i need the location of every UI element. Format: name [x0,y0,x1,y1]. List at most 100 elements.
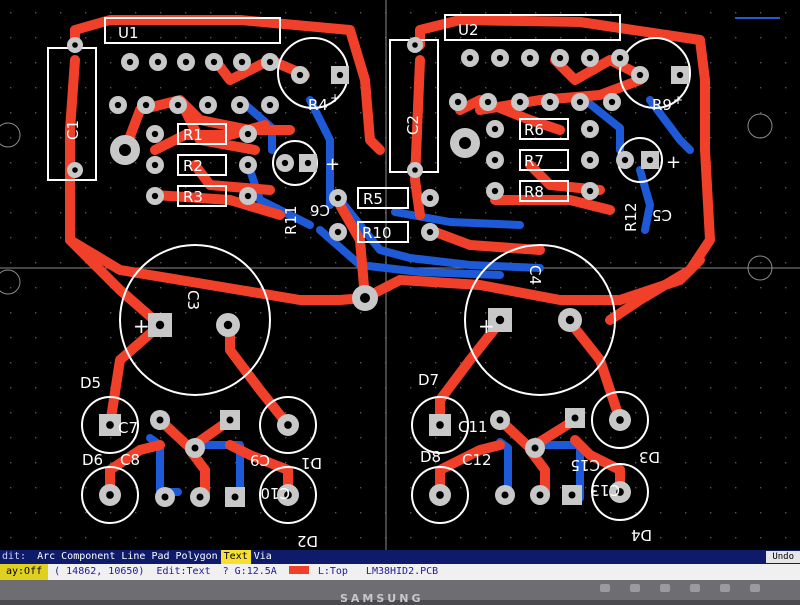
round-pad[interactable] [479,93,497,111]
round-pad[interactable] [109,96,127,114]
round-pad[interactable] [450,128,480,158]
grid-setting[interactable]: ? G:12.5A [222,566,277,577]
menu-item-component[interactable]: Component [61,551,116,562]
round-pad[interactable] [277,414,299,436]
round-pad[interactable] [581,49,599,67]
round-pad[interactable] [239,156,257,174]
round-pad[interactable] [571,93,589,111]
round-pad[interactable] [530,485,550,505]
round-pad[interactable] [155,487,175,507]
round-pad[interactable] [558,308,582,332]
round-pad[interactable] [407,162,423,178]
square-pad[interactable] [220,410,240,430]
round-pad[interactable] [616,151,634,169]
round-pad[interactable] [611,49,629,67]
round-pad[interactable] [495,485,515,505]
menu-item-line[interactable]: Line [121,551,146,562]
square-pad[interactable] [488,308,512,332]
round-pad[interactable] [110,135,140,165]
round-pad[interactable] [169,96,187,114]
round-pad[interactable] [205,53,223,71]
round-pad[interactable] [491,49,509,67]
round-pad[interactable] [185,438,205,458]
grid-dot [460,487,462,489]
round-pad[interactable] [421,223,439,241]
round-pad[interactable] [603,93,621,111]
grid-dot [110,87,112,89]
square-pad[interactable] [429,414,451,436]
grid-dot [485,212,487,214]
round-pad[interactable] [277,484,299,506]
menu-item-polygon[interactable]: Polygon [175,551,218,562]
round-pad[interactable] [581,182,599,200]
round-pad[interactable] [429,484,451,506]
round-pad[interactable] [521,49,539,67]
menu-item-arc[interactable]: Arc [37,551,56,562]
round-pad[interactable] [486,120,504,138]
round-pad[interactable] [137,96,155,114]
round-pad[interactable] [486,182,504,200]
square-pad[interactable] [671,66,689,84]
square-pad[interactable] [299,154,317,172]
round-pad[interactable] [199,96,217,114]
square-pad[interactable] [562,485,582,505]
round-pad[interactable] [291,66,309,84]
grid-dot [435,387,437,389]
round-pad[interactable] [99,484,121,506]
square-pad[interactable] [565,408,585,428]
square-pad[interactable] [99,414,121,436]
round-pad[interactable] [609,481,631,503]
round-pad[interactable] [609,409,631,431]
menu-item-pad[interactable]: Pad [151,551,170,562]
round-pad[interactable] [239,187,257,205]
round-pad[interactable] [261,53,279,71]
round-pad[interactable] [581,120,599,138]
grid-dot [535,412,537,414]
square-pad[interactable] [641,151,659,169]
square-pad[interactable] [225,487,245,507]
round-pad[interactable] [149,53,167,71]
active-layer[interactable]: L:Top [283,564,360,580]
menu-item-via[interactable]: Via [253,551,272,562]
round-pad[interactable] [261,96,279,114]
round-pad[interactable] [581,151,599,169]
round-pad[interactable] [216,313,240,337]
undo-button[interactable]: Undo [766,551,800,563]
round-pad[interactable] [541,93,559,111]
square-pad[interactable] [148,313,172,337]
u2-outline [444,14,621,41]
grid-dot [135,337,137,339]
round-pad[interactable] [511,93,529,111]
round-pad[interactable] [239,125,257,143]
round-pad[interactable] [150,410,170,430]
round-pad[interactable] [461,49,479,67]
round-pad[interactable] [146,125,164,143]
round-pad[interactable] [146,187,164,205]
round-pad[interactable] [486,151,504,169]
round-pad[interactable] [525,438,545,458]
round-pad[interactable] [146,156,164,174]
round-pad[interactable] [190,487,210,507]
round-pad[interactable] [121,53,139,71]
round-pad[interactable] [67,162,83,178]
round-pad[interactable] [329,223,347,241]
label-d5: D5 [80,374,101,392]
round-pad[interactable] [177,53,195,71]
round-pad[interactable] [329,189,347,207]
round-pad[interactable] [421,189,439,207]
square-pad[interactable] [331,66,349,84]
round-pad[interactable] [449,93,467,111]
round-pad[interactable] [551,49,569,67]
round-pad[interactable] [407,37,423,53]
round-pad[interactable] [276,154,294,172]
round-pad[interactable] [67,37,83,53]
round-pad[interactable] [490,410,510,430]
menu-item-text[interactable]: Text [220,550,251,564]
round-pad[interactable] [352,285,378,311]
snap-status[interactable]: ay:Off [0,564,49,580]
round-pad[interactable] [231,96,249,114]
round-pad[interactable] [233,53,251,71]
grid-dot [260,337,262,339]
round-pad[interactable] [631,66,649,84]
